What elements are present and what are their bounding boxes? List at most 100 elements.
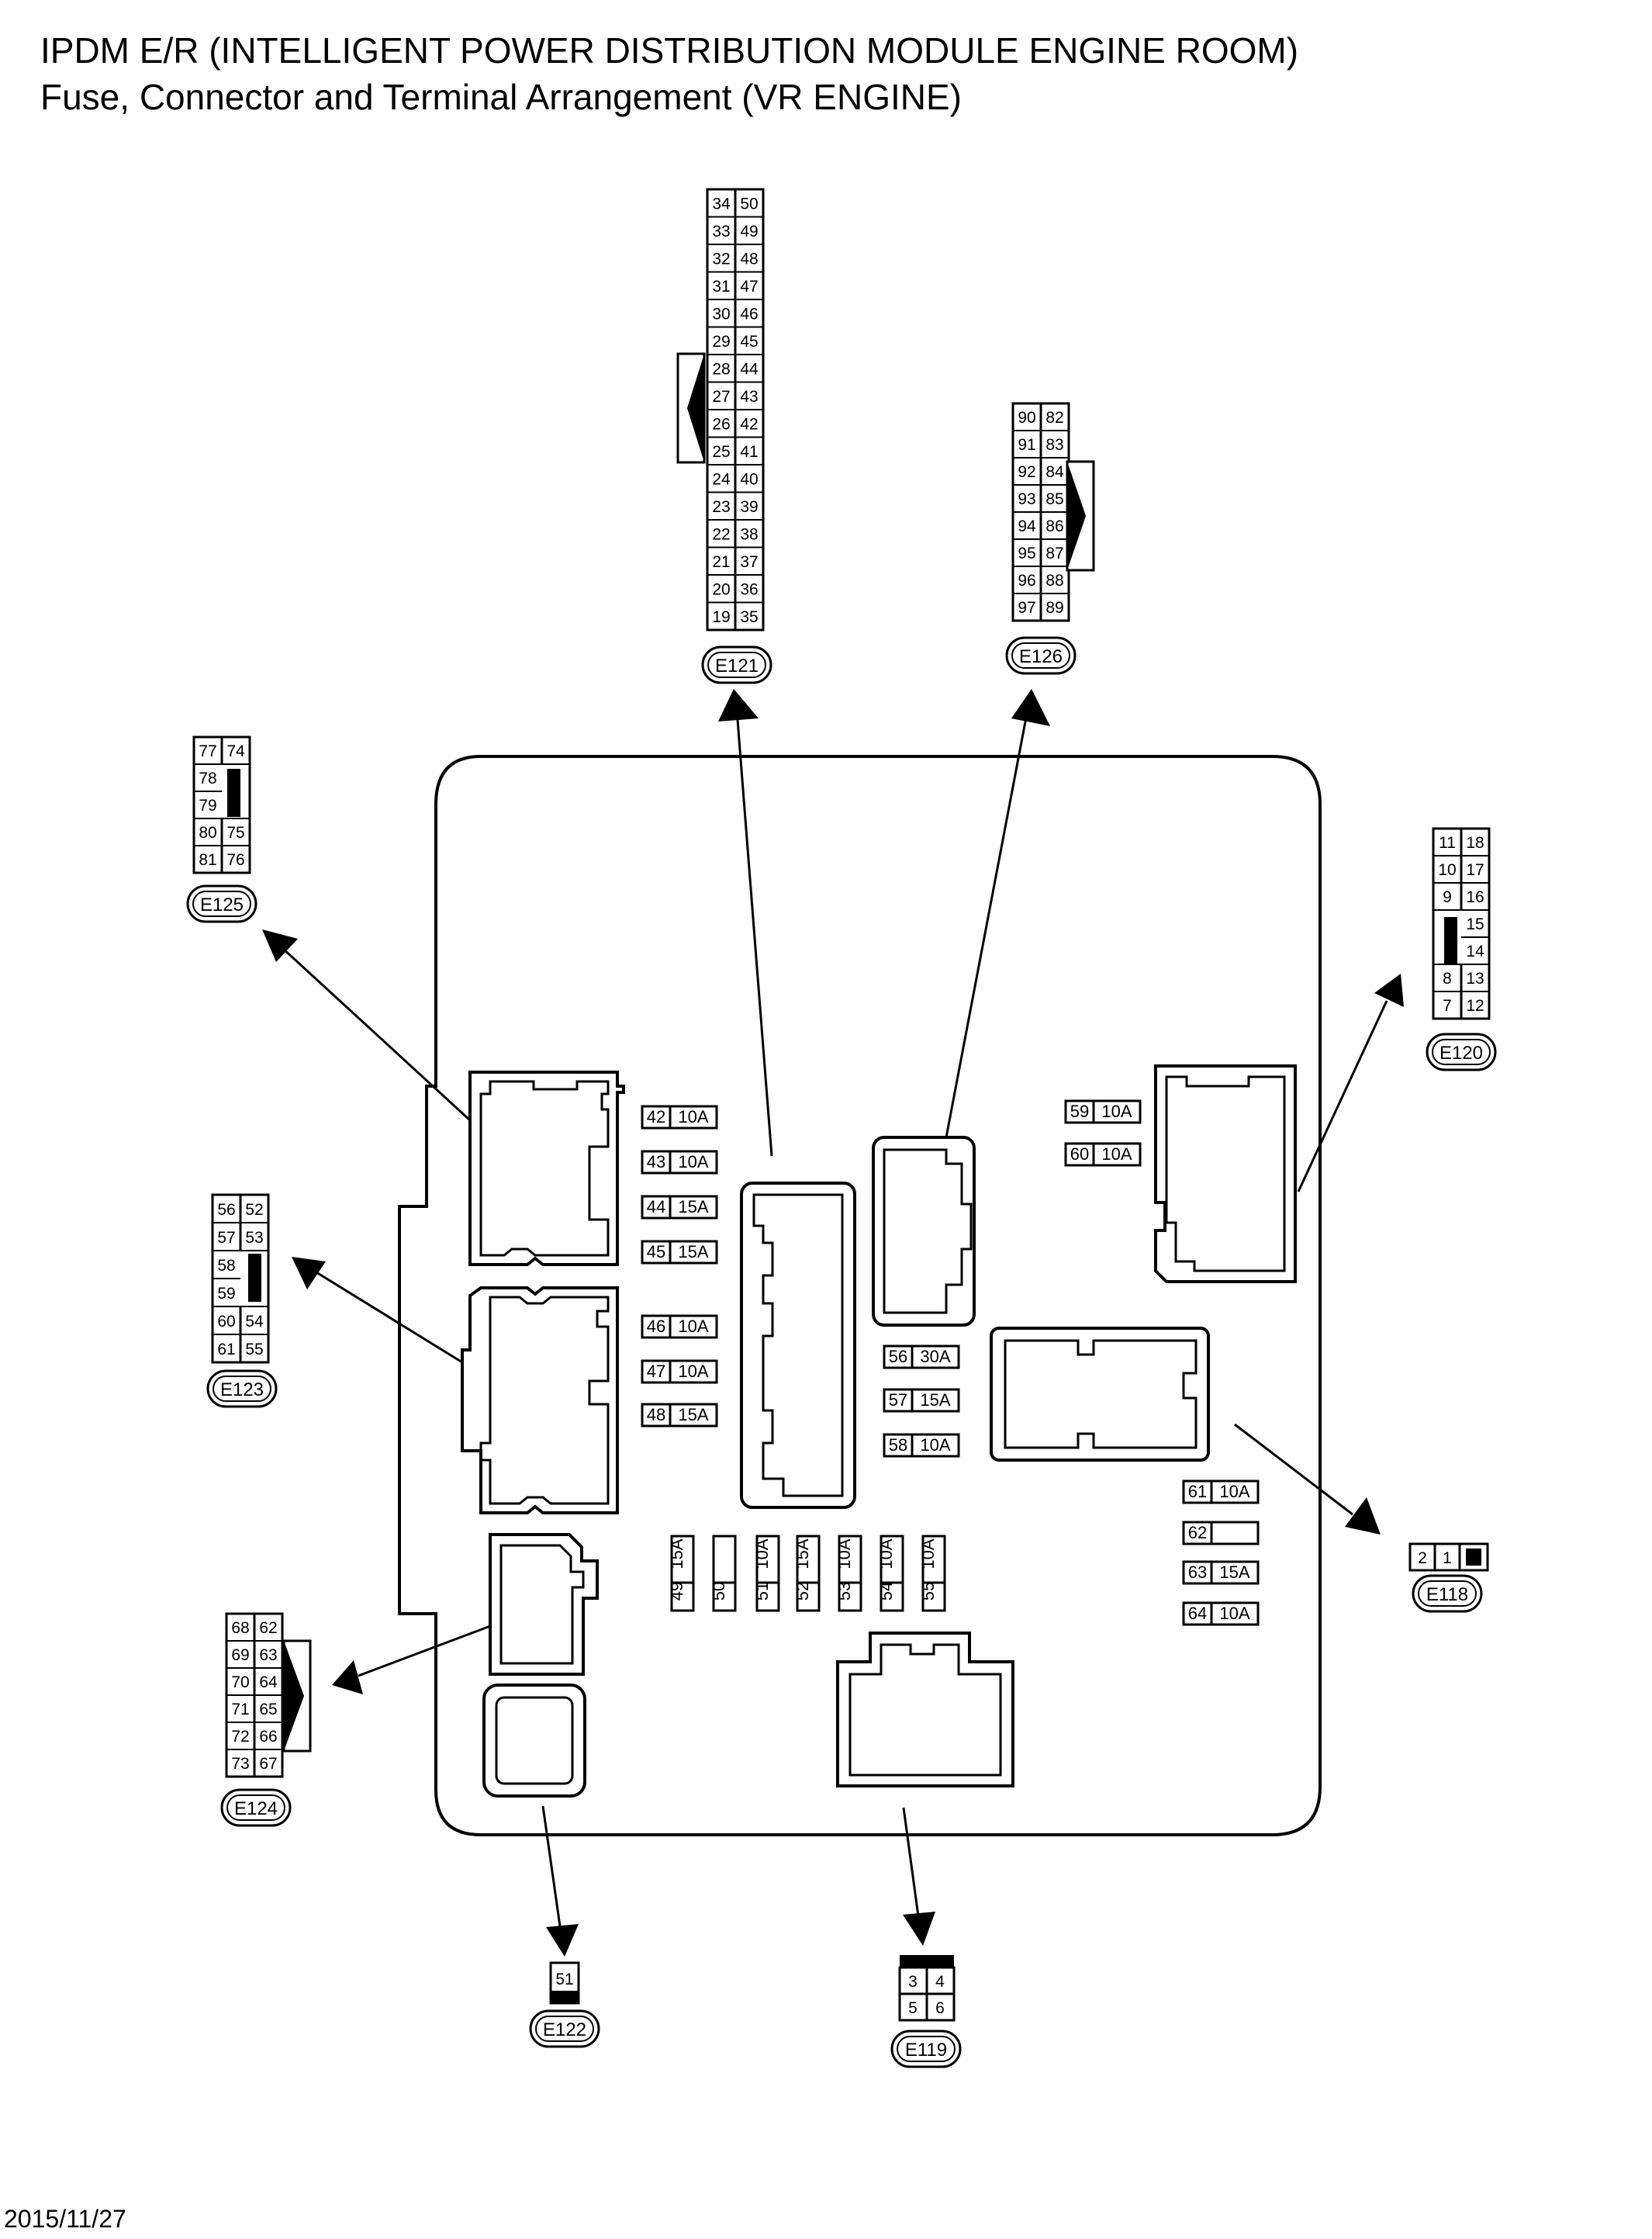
fuse-amperage: 10A bbox=[918, 1538, 938, 1569]
label-e121: E121 bbox=[701, 645, 772, 684]
fuse-62: 62 bbox=[1182, 1521, 1260, 1545]
fuse-number: 57 bbox=[889, 1390, 907, 1410]
svg-text:E124: E124 bbox=[234, 1798, 278, 1819]
terminal-73: 73 bbox=[231, 1755, 249, 1773]
terminal-47: 47 bbox=[740, 278, 758, 296]
terminal-6: 6 bbox=[935, 1999, 945, 2017]
terminal-38: 38 bbox=[740, 526, 758, 544]
terminal-37: 37 bbox=[740, 553, 758, 571]
fuse-46: 46 10A bbox=[641, 1314, 718, 1339]
terminal-61: 61 bbox=[217, 1341, 235, 1358]
terminal-92: 92 bbox=[1018, 463, 1035, 481]
connector-e121-tab bbox=[676, 352, 706, 464]
fuse-amperage: 15A bbox=[793, 1538, 812, 1569]
terminal-14: 14 bbox=[1466, 943, 1484, 960]
terminal-17: 17 bbox=[1466, 861, 1484, 879]
terminal-90: 90 bbox=[1018, 409, 1035, 427]
terminal-29: 29 bbox=[712, 333, 730, 351]
terminal-11: 11 bbox=[1439, 834, 1456, 852]
terminal-15: 15 bbox=[1466, 915, 1484, 933]
terminal-82: 82 bbox=[1045, 409, 1063, 427]
terminal-66: 66 bbox=[259, 1728, 277, 1746]
terminal-40: 40 bbox=[740, 471, 758, 489]
module-outline bbox=[398, 755, 1322, 1836]
svg-text:E125: E125 bbox=[200, 895, 244, 915]
fuse-number: 61 bbox=[1188, 1482, 1207, 1501]
e118-lock-icon bbox=[1466, 1549, 1481, 1566]
terminal-21: 21 bbox=[712, 553, 730, 571]
fuse-number: 49 bbox=[667, 1582, 686, 1601]
terminal-65: 65 bbox=[259, 1701, 277, 1718]
footer-date: 2015/11/27 bbox=[4, 2205, 126, 2233]
arrow-e126 bbox=[945, 689, 1050, 1138]
terminal-94: 94 bbox=[1018, 517, 1036, 535]
label-e120: E120 bbox=[1426, 1033, 1497, 1071]
fuse-amperage: 15A bbox=[678, 1197, 708, 1216]
fuse-amperage: 15A bbox=[678, 1242, 708, 1261]
terminal-56: 56 bbox=[217, 1201, 235, 1219]
connector-e122: 51 bbox=[549, 1961, 580, 2005]
svg-text:E120: E120 bbox=[1439, 1043, 1483, 1064]
connector-e123-lock bbox=[248, 1254, 261, 1302]
terminal-27: 27 bbox=[712, 388, 730, 406]
terminal-55: 55 bbox=[245, 1341, 263, 1358]
terminal-10: 10 bbox=[1438, 861, 1456, 879]
fuse-amperage: 10A bbox=[835, 1538, 854, 1569]
terminal-96: 96 bbox=[1018, 572, 1035, 590]
fuse-number: 52 bbox=[793, 1582, 812, 1601]
terminal-84: 84 bbox=[1045, 463, 1064, 481]
svg-text:E126: E126 bbox=[1019, 646, 1063, 667]
arrow-e124 bbox=[332, 1625, 491, 1694]
svg-text:E123: E123 bbox=[220, 1379, 264, 1400]
connector-e126-tab bbox=[1066, 460, 1095, 572]
label-e124: E124 bbox=[220, 1788, 292, 1827]
terminal-62: 62 bbox=[259, 1619, 277, 1637]
fuse-amperage: 10A bbox=[920, 1435, 950, 1455]
terminal-74: 74 bbox=[226, 742, 245, 760]
terminal-50: 50 bbox=[740, 196, 758, 213]
label-e119: E119 bbox=[890, 2030, 962, 2068]
label-e118: E118 bbox=[1412, 1574, 1483, 1613]
fuse-number: 53 bbox=[835, 1582, 854, 1601]
label-e122: E122 bbox=[529, 2009, 600, 2048]
terminal-44: 44 bbox=[740, 361, 759, 379]
fuse-number: 48 bbox=[647, 1405, 665, 1424]
fuse-number: 50 bbox=[709, 1582, 728, 1601]
fuse-number: 63 bbox=[1188, 1562, 1207, 1582]
connector-e120-lock bbox=[1444, 917, 1457, 964]
terminal-39: 39 bbox=[740, 498, 758, 516]
terminal-78: 78 bbox=[199, 770, 216, 787]
terminal-49: 49 bbox=[740, 223, 758, 241]
fuse-amperage: 10A bbox=[678, 1317, 708, 1336]
terminal-93: 93 bbox=[1018, 490, 1035, 508]
terminal-88: 88 bbox=[1045, 572, 1063, 590]
terminal-54: 54 bbox=[245, 1313, 264, 1331]
terminal-30: 30 bbox=[712, 306, 730, 324]
label-e125: E125 bbox=[186, 884, 257, 923]
label-e123: E123 bbox=[206, 1369, 278, 1408]
fuse-amperage: 10A bbox=[678, 1107, 708, 1126]
terminal-36: 36 bbox=[740, 581, 758, 599]
terminal-72: 72 bbox=[231, 1728, 249, 1746]
terminal-75: 75 bbox=[226, 824, 244, 842]
terminal-59: 59 bbox=[217, 1285, 235, 1303]
fuse-number: 46 bbox=[647, 1317, 665, 1336]
svg-text:E119: E119 bbox=[905, 2040, 947, 2061]
fuse-number: 55 bbox=[918, 1582, 938, 1601]
terminal-64: 64 bbox=[259, 1673, 278, 1691]
terminal-19: 19 bbox=[712, 608, 730, 626]
terminal-86: 86 bbox=[1045, 517, 1063, 535]
terminal-25: 25 bbox=[712, 443, 730, 461]
terminal-42: 42 bbox=[740, 416, 758, 434]
fuse-number: 64 bbox=[1188, 1604, 1207, 1623]
terminal-71: 71 bbox=[231, 1701, 249, 1718]
